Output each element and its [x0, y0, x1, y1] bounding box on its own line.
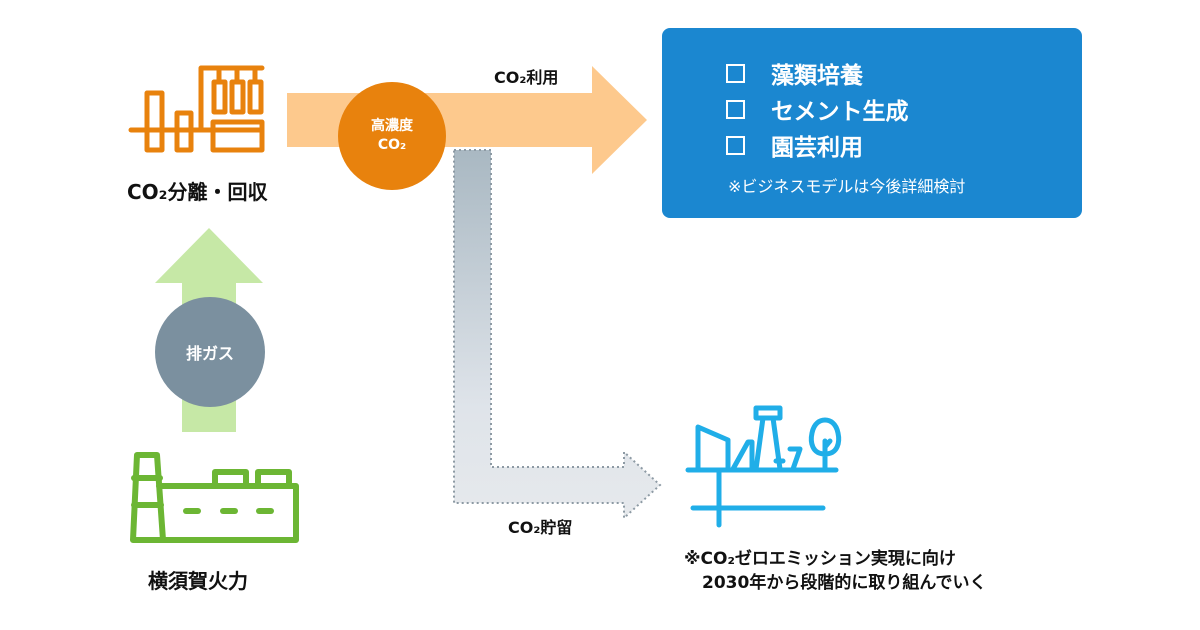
option-cement-production: セメント生成 — [726, 92, 909, 126]
checkbox-icon — [726, 135, 745, 155]
power-plant-icon — [130, 452, 299, 543]
separation-plant-icon — [128, 65, 265, 153]
high-concentration-co2-circle: 高濃度 CO₂ — [338, 82, 446, 190]
storage-note-line2: 2030年から段階的に取り組んでいく — [702, 573, 987, 593]
storage-arrow — [453, 149, 662, 521]
option-label: セメント生成 — [771, 99, 909, 125]
option-label: 園芸利用 — [771, 135, 863, 161]
utilization-options-box: 藻類培養 セメント生成 園芸利用 ※ビジネスモデルは今後詳細検討 — [662, 28, 1082, 218]
storage-site-icon — [685, 405, 842, 528]
checkbox-icon — [726, 99, 745, 119]
co2-capture-label: CO₂分離・回収 — [127, 180, 268, 204]
exhaust-gas-circle: 排ガス — [155, 297, 265, 407]
business-model-note: ※ビジネスモデルは今後詳細検討 — [728, 177, 966, 196]
high-concentration-label: 高濃度 — [371, 118, 413, 134]
exhaust-gas-label: 排ガス — [185, 344, 234, 363]
option-label: 藻類培養 — [771, 63, 863, 89]
co2-storage-label: CO₂貯留 — [508, 518, 573, 537]
checkbox-icon — [726, 63, 745, 83]
option-algae-cultivation: 藻類培養 — [726, 56, 863, 90]
yokosuka-plant-label: 横須賀火力 — [148, 569, 248, 593]
storage-note-line1: ※CO₂ゼロエミッション実現に向け — [684, 549, 956, 569]
co2-utilization-label: CO₂利用 — [494, 68, 559, 87]
co2-label: CO₂ — [377, 137, 407, 153]
option-horticulture: 園芸利用 — [726, 128, 863, 162]
